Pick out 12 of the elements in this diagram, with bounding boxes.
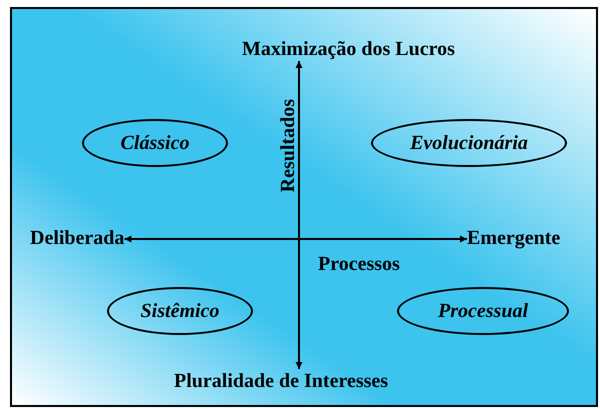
axis-end-label: Emergente [467, 226, 560, 250]
category-ellipse: Clássico [82, 119, 228, 167]
category-ellipse: Sistêmico [107, 287, 253, 335]
axis-end-label: Deliberada [30, 226, 124, 250]
axis-label: Resultados [277, 99, 299, 192]
axis-arrow [124, 236, 467, 242]
category-ellipse: Evolucionária [371, 119, 567, 167]
category-ellipse: Processual [397, 287, 569, 335]
axis-end-label: Maximização dos Lucros [242, 37, 455, 61]
axis-label: Processos [318, 253, 400, 275]
axis-end-label: Pluralidade de Interesses [174, 369, 388, 393]
axis-arrow [296, 61, 302, 369]
